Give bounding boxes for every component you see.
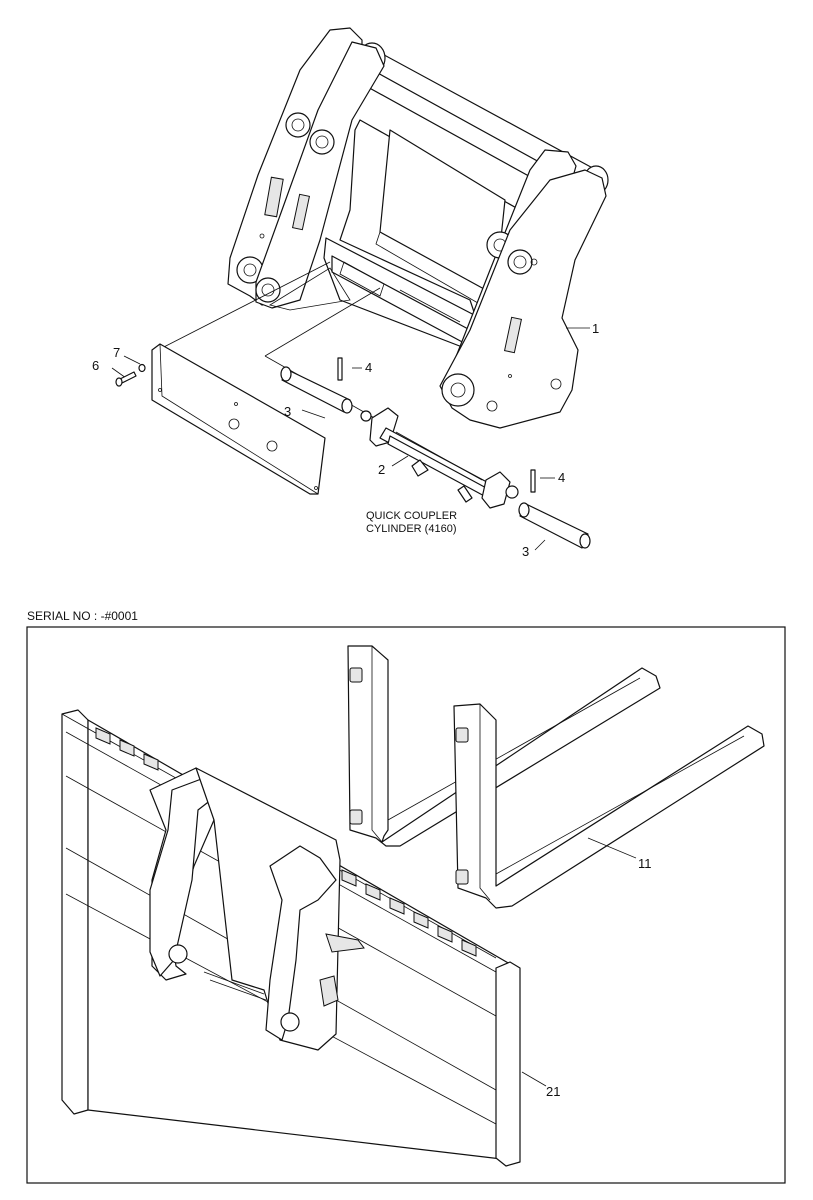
callout-2: 2 [378,462,385,477]
pin-upper [280,357,353,414]
callout-21: 21 [546,1084,560,1099]
coupler-frame-assembly [227,27,609,429]
cylinder-caption-line2: CYLINDER (4160) [366,523,456,535]
callout-6: 6 [92,358,99,373]
callout-3-upper: 3 [284,404,291,419]
leader-21 [521,1071,547,1087]
fork-tines [347,645,765,909]
fork-carriage [61,709,521,1167]
quick-coupler-cylinder [360,407,519,509]
pin-lower [518,469,591,549]
callout-4-lower: 4 [558,470,565,485]
serial-number-label: SERIAL NO : -#0001 [27,609,138,623]
callout-3-lower: 3 [522,544,529,559]
callout-1: 1 [592,321,599,336]
leader-lines-top [111,261,590,551]
bolt-and-washer [115,363,146,387]
callout-7: 7 [113,345,120,360]
cover-plate [151,343,326,495]
cylinder-caption-line1: QUICK COUPLER [366,510,457,522]
callout-11: 11 [638,856,652,871]
callout-4-upper: 4 [365,360,372,375]
pallet-fork-frame-box [26,626,786,1184]
